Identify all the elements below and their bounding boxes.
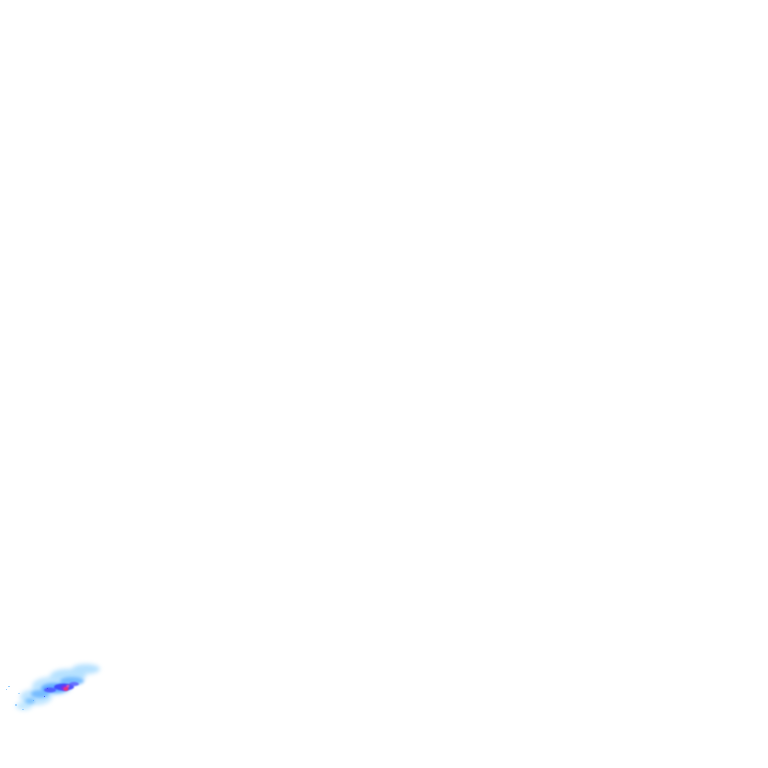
precip-scatter-flecks bbox=[6, 686, 48, 710]
precip-peak-cells bbox=[61, 684, 70, 691]
